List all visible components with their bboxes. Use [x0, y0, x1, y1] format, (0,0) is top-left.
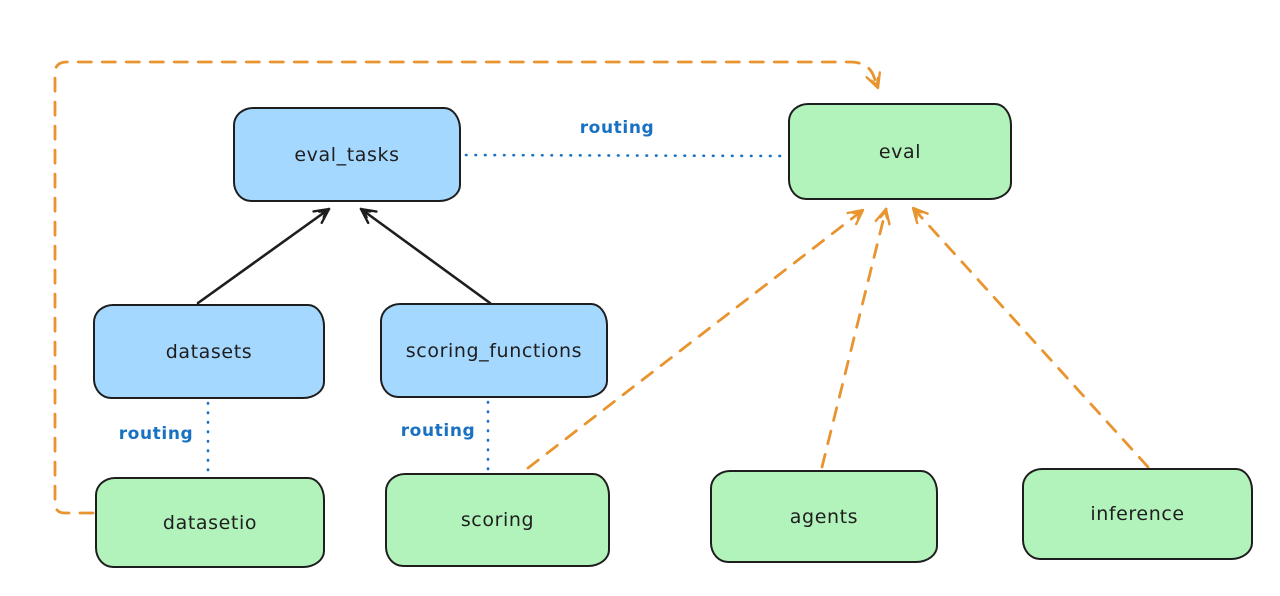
node-eval-label: eval [878, 140, 922, 163]
node-inference: inference [1022, 468, 1253, 560]
node-scoring-functions: scoring_functions [380, 303, 608, 398]
node-eval: eval [788, 103, 1012, 200]
edge-scoring-functions-to-eval-tasks [359, 207, 492, 305]
node-datasets-label: datasets [165, 340, 253, 363]
node-eval-tasks-label: eval_tasks [294, 143, 400, 166]
node-scoring-label: scoring [460, 509, 535, 531]
node-agents-label: agents [789, 505, 859, 528]
routing-label-scoring-functions-scoring: routing [400, 421, 476, 441]
edge-eval-tasks-to-eval-routing [464, 153, 788, 158]
node-datasetio: datasetio [95, 477, 325, 568]
node-scoring: scoring [385, 473, 610, 567]
node-scoring-functions-label: scoring_functions [405, 339, 583, 362]
edge-datasets-to-eval-tasks [196, 207, 331, 305]
node-inference-label: inference [1090, 503, 1185, 525]
node-agents: agents [710, 470, 938, 563]
edge-inference-to-eval [911, 206, 1150, 469]
node-datasetio-label: datasetio [162, 511, 258, 534]
routing-label-eval-tasks-eval: routing [579, 118, 655, 138]
routing-label-datasets-datasetio: routing [118, 424, 194, 444]
node-datasets: datasets [93, 304, 325, 399]
edge-agents-to-eval [820, 207, 891, 469]
edge-datasetio-to-eval [53, 60, 881, 515]
node-eval-tasks: eval_tasks [233, 107, 461, 202]
